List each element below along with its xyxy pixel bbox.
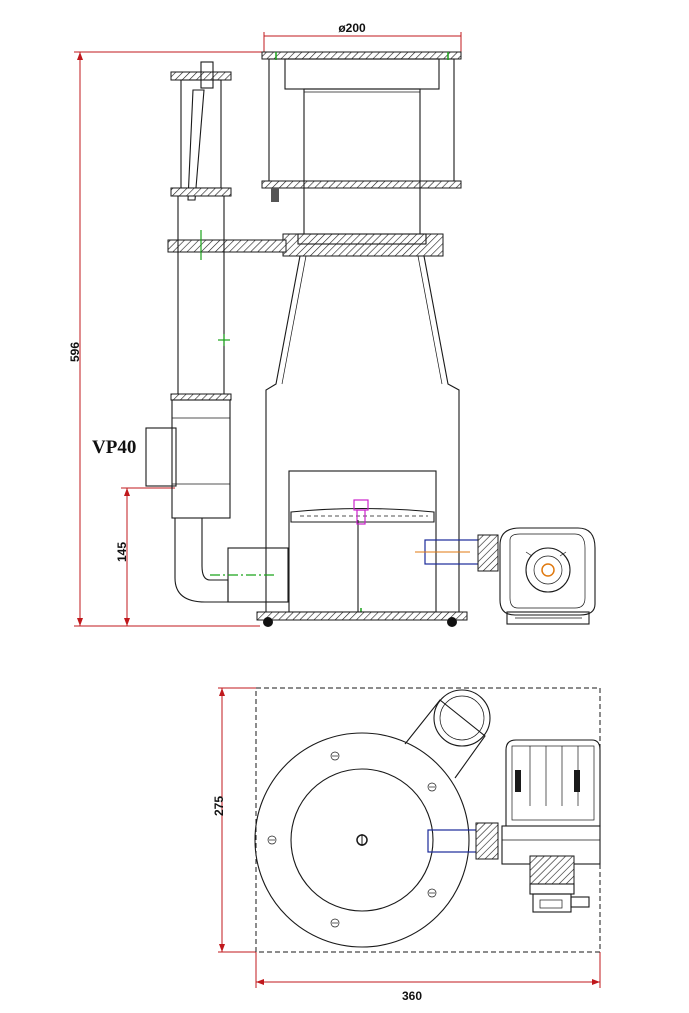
total-height-label: 596 [68,342,82,362]
pump-inlet-top [427,822,499,860]
collection-cup [261,51,462,236]
body-top-view [254,732,470,948]
base-depth-label: 275 [212,796,226,816]
reaction-body [265,255,460,612]
base-depth-dimension: 275 [212,687,256,953]
inlet-height-dimension: 145 [115,487,175,626]
pump-model-label: VP40 [92,437,136,458]
pump-top-view [501,739,601,913]
outlet-pipe [145,61,289,603]
pump-side-view [499,527,596,625]
mounting-bolts [267,751,437,928]
neck-flange [167,230,444,260]
base-plate [256,611,468,627]
total-height-dimension: 596 [68,51,262,627]
side-elevation-view: 596 145 ø200 VP40 [68,21,596,627]
inlet-height-label: 145 [115,542,129,562]
top-diameter-dimension: ø200 [263,21,462,52]
bubble-plate-chamber [288,470,437,620]
top-diameter-label: ø200 [338,21,366,35]
plan-view: 275 360 [212,687,601,1003]
pump-inlet-fitting [415,534,499,572]
base-width-dimension: 360 [255,952,601,1003]
base-width-label: 360 [402,989,422,1003]
outlet-pipe-top [404,689,491,779]
